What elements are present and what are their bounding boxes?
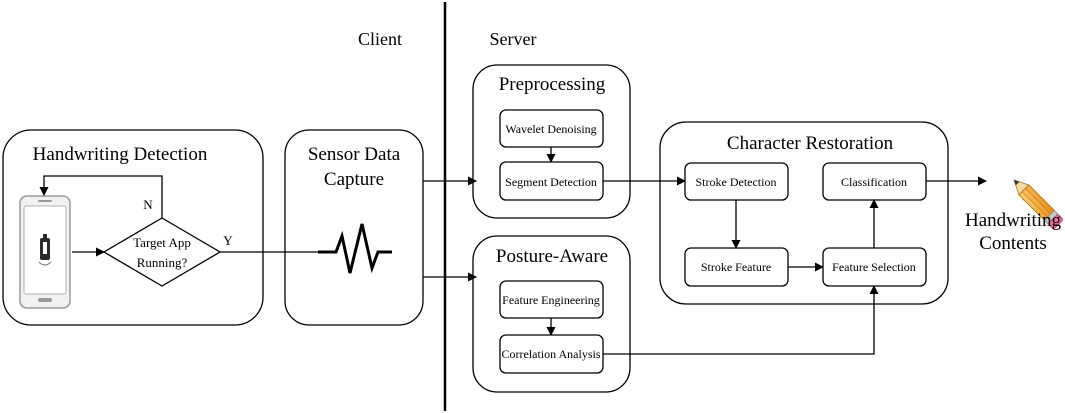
no-label: N: [143, 197, 153, 212]
posture-aware-panel: Posture-Aware Feature Engineering Correl…: [472, 235, 631, 393]
wavelet-denoising-label: Wavelet Denoising: [505, 122, 596, 136]
sensor-title-line1: Sensor Data: [308, 144, 401, 165]
stroke-detection-label: Stroke Detection: [696, 175, 777, 189]
handwriting-detection-panel: Handwriting Detection Target App Running…: [2, 129, 264, 326]
phone-icon: [19, 195, 71, 309]
feature-selection-label: Feature Selection: [832, 260, 916, 274]
posture-aware-title: Posture-Aware: [496, 246, 608, 267]
decision-line2: Running?: [137, 255, 188, 270]
signal-waveform: [318, 223, 392, 274]
decision-line1: Target App: [133, 235, 191, 250]
segment-detection-label: Segment Detection: [505, 175, 597, 189]
sensor-title-line2: Capture: [324, 169, 384, 190]
classification-label: Classification: [841, 175, 907, 189]
preprocessing-title: Preprocessing: [499, 74, 606, 95]
handwriting-detection-title: Handwriting Detection: [33, 144, 208, 165]
sensor-capture-panel: Sensor Data Capture: [284, 129, 424, 326]
correlation-analysis-label: Correlation Analysis: [502, 347, 601, 361]
output-line2: Contents: [979, 233, 1047, 254]
character-restoration-panel: Character Restoration Stroke Detection C…: [659, 121, 949, 305]
target-app-decision: [102, 217, 222, 287]
stroke-feature-label: Stroke Feature: [701, 260, 771, 274]
client-label: Client: [358, 29, 402, 49]
character-restoration-title: Character Restoration: [727, 133, 894, 154]
yes-label: Y: [223, 233, 233, 248]
server-label: Server: [490, 29, 537, 49]
no-loop-arrow: [39, 175, 163, 218]
preprocessing-panel: Preprocessing Wavelet Denoising Segment …: [472, 64, 631, 219]
output-line1: Handwriting: [965, 210, 1062, 231]
feature-engineering-label: Feature Engineering: [502, 293, 600, 307]
pencil-icon: [1013, 179, 1064, 230]
correlation-to-selection-arrow: [603, 285, 879, 355]
